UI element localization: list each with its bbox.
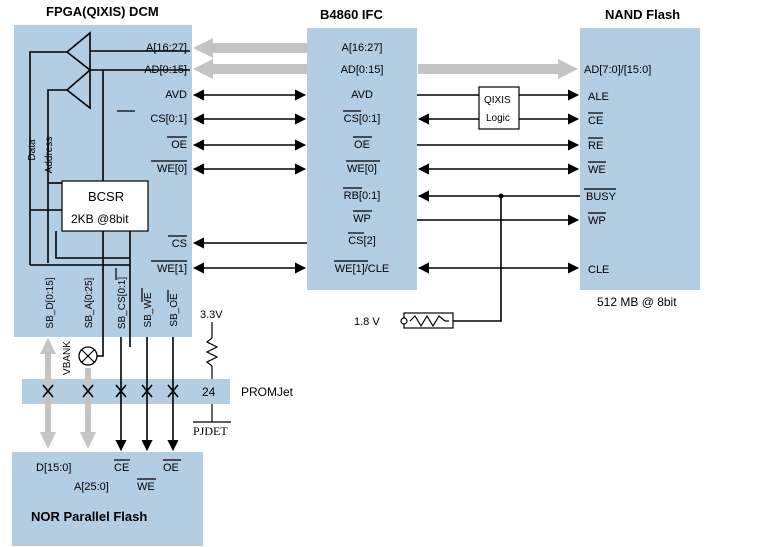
fpga-ifc-signals (192, 89, 307, 274)
nor-block (12, 452, 203, 546)
sb-a-bus-arrow (80, 368, 96, 449)
fpga-internal-buses (29, 31, 190, 347)
nand-sig-ad: AD[7:0]/[15:0] (584, 64, 651, 76)
qixis-logic-label: Logic (486, 113, 510, 124)
nor-sig-d: D[15:0] (36, 462, 71, 474)
fpga-title: FPGA(QIXIS) DCM (46, 4, 159, 19)
promjet-x-marks (42, 384, 179, 398)
vbank-switch (78, 231, 104, 366)
sb-cs-label: SB_CS[0:1] (117, 277, 128, 329)
ifc-sig-we0: WE[0] (347, 163, 377, 175)
nor-sig-a: A[25:0] (74, 481, 109, 493)
nor-title: NOR Parallel Flash (31, 509, 147, 524)
ifc-sig-a16-27: A[16:27] (342, 42, 383, 54)
pjdet-pullup (193, 322, 231, 423)
sb-d-bus-arrow (40, 338, 56, 449)
nand-sig-wp: WP (588, 215, 606, 227)
sb-d-label: SB_D[0:15] (45, 277, 56, 328)
nand-overbars (584, 112, 616, 214)
fpga-overbars (117, 110, 187, 262)
fpga-sig-oe: OE (171, 139, 187, 151)
nor-sig-oe: OE (163, 462, 179, 474)
promjet-number: 24 (202, 385, 216, 399)
sb-a-label: SB_A[0:25] (84, 277, 95, 328)
v33-label: 3.3V (200, 309, 223, 321)
fpga-sig-avd: AVD (165, 89, 187, 101)
nand-sig-ale: ALE (588, 91, 609, 103)
promjet-label: PROMJet (241, 385, 294, 399)
nand-title: NAND Flash (605, 7, 680, 22)
ifc-overbars (334, 110, 380, 262)
nand-size: 512 MB @ 8bit (597, 295, 677, 309)
nor-sig-we: WE (137, 481, 155, 493)
ifc-sig-oe: OE (354, 139, 370, 151)
data-bus-label: Data (27, 139, 38, 161)
ifc-sig-rb0-1: RB[0:1] (344, 190, 381, 202)
fpga-sig-cs0-1: CS[0:1] (150, 113, 187, 125)
nand-sig-cle: CLE (588, 264, 609, 276)
fpga-sig-we0: WE[0] (157, 163, 187, 175)
nor-sig-ce: CE (114, 462, 129, 474)
ifc-block (307, 28, 417, 290)
promjet-block (22, 379, 230, 404)
ifc-sig-avd: AVD (351, 89, 373, 101)
fpga-sig-we1: WE[1] (157, 263, 187, 275)
v18-label: 1.8 V (354, 316, 380, 328)
nand-block (580, 28, 700, 290)
bcsr-size: 2KB @8bit (71, 212, 129, 226)
bcsr-block (61, 180, 149, 232)
qixis-logic-block (478, 86, 520, 130)
ifc-sig-wp: WP (353, 213, 371, 225)
fpga-sig-a16-27: A[16:27] (146, 42, 187, 54)
ifc-sig-ad0-15: AD[0:15] (341, 64, 384, 76)
nor-overbars (114, 459, 181, 480)
qixis-label: QIXIS (484, 95, 511, 106)
ifc-sig-we1-cle: WE[1]/CLE (335, 263, 389, 275)
ifc-sig-cs0-1: CS[0:1] (344, 113, 381, 125)
fpga-sig-cs: CS (172, 238, 187, 250)
address-bus-label: Address (44, 137, 55, 174)
ifc-title: B4860 IFC (320, 7, 383, 22)
bus-ad0-15-arrow (193, 59, 578, 79)
ifc-nand-signals (417, 89, 580, 274)
nand-sig-ce: CE (588, 115, 603, 127)
busy-pullup (400, 193, 504, 329)
vbank-label: VBANK (62, 341, 73, 375)
sb-control-lines (115, 337, 179, 452)
bcsr-label: BCSR (88, 189, 124, 204)
pjdet-label: PJDET (193, 424, 228, 438)
ifc-sig-cs2: CS[2] (348, 235, 376, 247)
sb-oe-label: SB_OE (169, 293, 180, 327)
sb-we-label: SB_WE (143, 292, 154, 327)
nand-sig-re: RE (588, 140, 603, 152)
nand-sig-busy: BUSY (586, 191, 617, 203)
bus-a16-27-arrow (193, 38, 307, 58)
sb-overbars (115, 268, 169, 302)
nand-sig-we: WE (588, 164, 606, 176)
